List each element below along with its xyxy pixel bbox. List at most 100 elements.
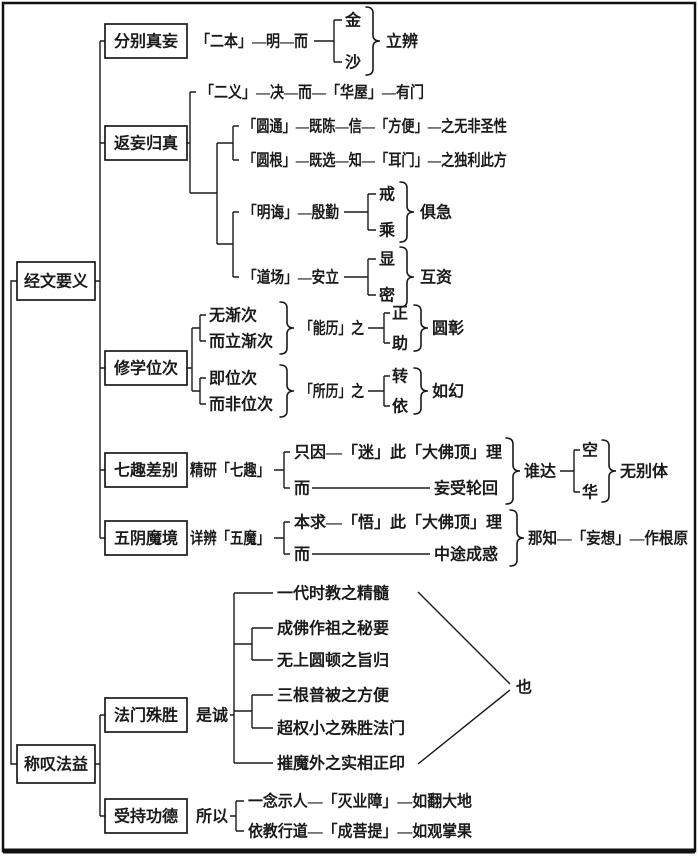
fork-bottom-text: 乘 <box>378 221 395 240</box>
mid-text: 「所历」之 <box>300 382 364 401</box>
fork-bottom-text: 助 <box>392 334 408 353</box>
brace-jiecheng <box>399 181 415 243</box>
row-bottom-head: 而 <box>294 546 310 564</box>
list-item: 成佛作祖之秘要 <box>277 619 389 638</box>
box-shouchigongde <box>104 798 188 834</box>
fork-bottom-text: 华 <box>582 483 598 502</box>
brace-group2 <box>279 364 295 418</box>
box-chentanfayi <box>16 744 96 784</box>
section-fanwang-guizhen: 返妄归真 「二义」—决—而—「华屋」—有门 「圆通」—既陈—信—「方便」—之无非… <box>104 83 507 308</box>
connector-fanwang-branches <box>187 91 239 278</box>
row-bottom-tail: 妄受轮回 <box>434 479 498 498</box>
connector-jingwen-children <box>95 40 105 539</box>
connector-xianmi-fork <box>344 258 376 296</box>
box-qiquchabie-label: 七趣差别 <box>114 461 178 480</box>
result-text: 圆彰 <box>432 319 464 338</box>
row-bottom-text: 依教行道—「成菩提」—如观掌果 <box>248 822 472 841</box>
fork-top-text: 戒 <box>379 185 395 204</box>
result-text: 无别体 <box>619 462 669 481</box>
box-famenshusheng <box>104 697 188 733</box>
stem-text: 详辨「五魔」 <box>190 529 270 548</box>
section-fenbie-zhenwang: 分别真妄 「二本」—明—而 金 沙 立辨 <box>104 6 418 76</box>
connector-jinsha-fork <box>314 19 342 63</box>
row-bottom-head: 而 <box>294 480 310 498</box>
section-xiuxue-weici: 修学位次 无渐次 而立渐次 「能历」之 正 助 圆彰 即位次 而非位次 「所历」… <box>104 301 464 418</box>
mid-text: 谁达 <box>524 462 556 481</box>
row-top-text: 本求—「悟」此「大佛顶」理 <box>294 513 502 532</box>
alt-bottom-text: 而立渐次 <box>209 332 273 351</box>
connector-zhuanyi-fork <box>368 375 390 407</box>
alt-top-text: 即位次 <box>209 369 257 388</box>
brace-wuyin <box>509 509 525 567</box>
branch-text: 「二本」—明—而 <box>196 32 308 51</box>
connector-xiuxue-branches <box>187 314 206 405</box>
stem-text: 是诚 <box>195 706 228 725</box>
connector-zhengzhu-fork <box>368 312 390 344</box>
result-text: 俱急 <box>419 203 452 222</box>
row-top-text: 一念示人—「灭业障」—如翻大地 <box>248 792 472 811</box>
box-fenbiezhenwang <box>104 23 188 59</box>
brace-konghua <box>601 439 617 503</box>
brace-zhengzhu <box>413 304 429 352</box>
box-fanwangguizhen <box>104 125 188 161</box>
alt-bottom-text: 而非位次 <box>209 395 273 414</box>
connector-shouchi-pair <box>230 800 244 832</box>
connector-root-spine <box>10 280 17 765</box>
fork-top-text: 转 <box>392 367 408 386</box>
list-item: 一代时教之精髓 <box>277 584 390 603</box>
row-daochang-stem: 「道场」—安立 <box>243 268 339 287</box>
list-item: 无上圆顿之旨归 <box>276 651 389 670</box>
connector-jiecheng-fork <box>344 193 376 231</box>
box-chentanfayi-label: 称叹法益 <box>24 755 88 774</box>
fork-top-text: 金 <box>344 11 362 30</box>
fork-top-text: 正 <box>392 306 408 323</box>
brace-qiqu <box>505 437 521 505</box>
box-qiquchabie <box>104 452 188 488</box>
section-qiqu-chabie: 七趣差别 精研「七趣」 只因—「迷」此「大佛顶」理 而 妄受轮回 谁达 空 华 … <box>104 437 669 505</box>
connector-famen-items <box>230 592 273 764</box>
row-top-text: 只因—「迷」此「大佛顶」理 <box>294 443 502 462</box>
fork-bottom-text: 沙 <box>345 54 361 72</box>
brace-jinsha <box>365 6 381 76</box>
connector-konghua-fork <box>560 449 580 493</box>
connector-qiqu-pair <box>274 451 290 489</box>
fork-top-text: 显 <box>379 251 395 269</box>
box-wuyinmojing-label: 五阴魔境 <box>114 529 178 548</box>
section-wuyin-mojing: 五阴魔境 详辨「五魔」 本求—「悟」此「大佛顶」理 而 中途成惑 那知—「妄想」… <box>104 509 688 567</box>
box-fenbiezhenwang-label: 分别真妄 <box>114 32 178 51</box>
box-famenshusheng-label: 法门殊胜 <box>114 706 178 725</box>
result-text: 那知—「妄想」—作根原 <box>528 529 688 548</box>
brace-zhuanyi <box>413 367 429 415</box>
list-item: 超权小之殊胜法门 <box>276 719 405 738</box>
section-famen-shusheng: 法门殊胜 是诚 一代时教之精髓 成佛作祖之秘要 无上圆顿之旨归 三根普被之方便 … <box>104 584 532 773</box>
box-wuyinmojing <box>104 520 188 556</box>
fork-bottom-text: 密 <box>378 286 395 305</box>
alt-top-text: 无渐次 <box>208 306 257 325</box>
mid-text: 「能历」之 <box>300 319 364 338</box>
connector-wuyin-pair <box>274 521 290 555</box>
list-item: 摧魔外之实相正印 <box>277 754 405 773</box>
stem-text: 所以 <box>196 808 228 826</box>
result-text: 立辨 <box>386 32 418 51</box>
converging-diagonal-lines <box>417 591 511 765</box>
row-yuangen: 「圆根」—既选—知—「耳门」—之独利此方 <box>243 151 507 170</box>
row-yuantong: 「圆通」—既陈—信—「方便」—之无非圣性 <box>243 117 507 136</box>
box-fanwangguizhen-label: 返妄归真 <box>114 134 178 153</box>
list-item: 三根普被之方便 <box>277 686 390 705</box>
fork-bottom-text: 依 <box>392 397 409 416</box>
row-bottom-tail: 中途成惑 <box>434 545 498 564</box>
row-minghui-stem: 「明诲」—殷勤 <box>243 203 339 222</box>
stem-text: 精研「七趣」 <box>190 461 270 480</box>
result-text: 互资 <box>420 268 452 287</box>
connector-chentan-children <box>95 714 105 817</box>
left-spine: 经文要义 称叹法益 <box>10 261 96 784</box>
box-shouchigongde-label: 受持功德 <box>114 807 178 826</box>
box-xiuxueweici-label: 修学位次 <box>113 359 178 378</box>
brace-group1 <box>279 301 295 355</box>
fork-top-text: 空 <box>582 441 598 460</box>
section-shouchi-gongde: 受持功德 所以 一念示人—「灭业障」—如翻大地 依教行道—「成菩提」—如观掌果 <box>104 792 472 841</box>
brace-xianmi <box>399 246 415 308</box>
box-jingwenyaoyi-label: 经文要义 <box>24 272 88 291</box>
